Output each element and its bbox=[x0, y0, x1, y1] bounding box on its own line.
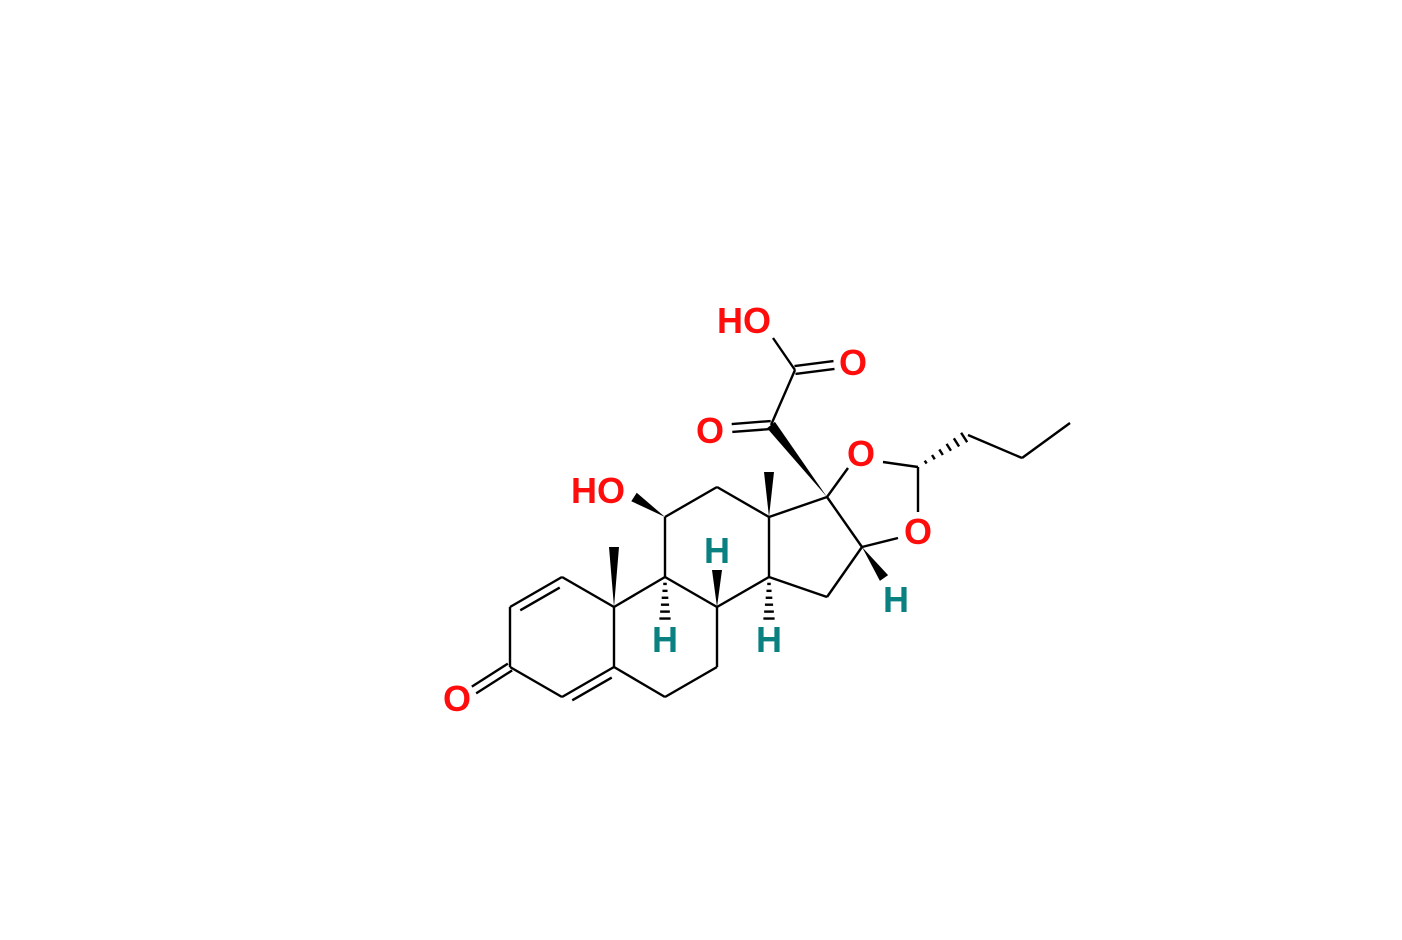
bonds bbox=[471, 337, 1071, 702]
bond-o-c16 bbox=[861, 536, 899, 549]
bond-c13-c17 bbox=[768, 495, 828, 519]
hash-acetal-propyl bbox=[938, 448, 944, 456]
atom-label-o3: O bbox=[443, 678, 471, 719]
bond-c20-o bbox=[731, 419, 771, 426]
bond-o-acetal bbox=[882, 460, 919, 469]
bond-propyl-2 bbox=[1021, 422, 1071, 459]
bond-c4-c5 bbox=[561, 665, 615, 699]
wedge-oh11 bbox=[631, 492, 665, 517]
bond-c12-c13 bbox=[716, 485, 770, 519]
atom-label-h8: H bbox=[704, 530, 730, 571]
bond-c17-c16 bbox=[826, 496, 863, 548]
atom-label-o20: O bbox=[696, 410, 724, 451]
hash-acetal-propyl bbox=[931, 454, 936, 460]
atom-label-o21: O bbox=[839, 342, 867, 383]
atom-labels: O HO H H H H O O O O HO bbox=[443, 300, 932, 719]
hash-acetal-propyl bbox=[923, 459, 928, 465]
bond-c15-c14 bbox=[768, 575, 828, 599]
atom-label-h14: H bbox=[756, 619, 782, 660]
bond-c3-o bbox=[471, 662, 509, 688]
wedge-methyl-c19 bbox=[609, 547, 619, 607]
bond-c10-c9 bbox=[613, 575, 666, 609]
bond-c17-o bbox=[826, 467, 849, 498]
hash-acetal-propyl bbox=[960, 432, 969, 443]
bond-c6-c5 bbox=[613, 665, 666, 699]
hash-acetal-propyl bbox=[952, 437, 961, 448]
bond-c21-o bbox=[795, 367, 835, 376]
atom-label-o-ring2: O bbox=[904, 511, 932, 552]
bond-c11-c12 bbox=[664, 485, 718, 519]
atom-label-oh21: HO bbox=[717, 300, 771, 341]
bond-c1-c2 bbox=[509, 575, 563, 609]
atom-label-h9: H bbox=[652, 619, 678, 660]
bond-c20-c21 bbox=[769, 369, 797, 426]
wedge-h16 bbox=[862, 547, 889, 581]
atom-label-oh11: HO bbox=[571, 470, 625, 511]
bond-c1-c2-second bbox=[519, 586, 561, 612]
wedge-methyl-c18 bbox=[764, 472, 774, 517]
bond-c14-c8 bbox=[716, 575, 770, 609]
bond-c20-o-second bbox=[732, 427, 772, 434]
hash-acetal-propyl bbox=[945, 443, 952, 452]
bond-c4-c5-second bbox=[571, 676, 613, 702]
bond-c10-c1 bbox=[561, 575, 615, 609]
bond-c3-c4 bbox=[509, 665, 563, 699]
bond-c3-o-second bbox=[475, 669, 513, 695]
bond-c7-c6 bbox=[664, 665, 718, 699]
wedge-c17-c20 bbox=[767, 421, 827, 497]
atom-label-h16: H bbox=[883, 579, 909, 620]
bond-propyl-1 bbox=[967, 433, 1023, 460]
bond-c21-oh bbox=[772, 337, 796, 371]
bond-c16-c15 bbox=[826, 546, 863, 598]
bond-c21-o-second bbox=[794, 359, 834, 368]
wedge-h8 bbox=[712, 570, 722, 607]
bond-c9-c8 bbox=[664, 575, 718, 609]
atom-label-o-ring1: O bbox=[847, 433, 875, 474]
